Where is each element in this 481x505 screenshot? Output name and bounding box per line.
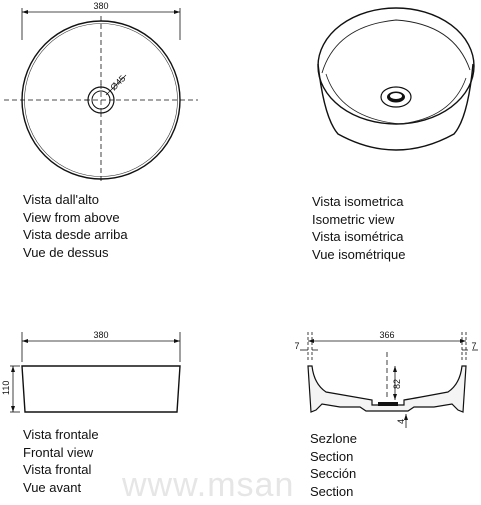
section-wall-left-dim: 7 [294, 341, 299, 351]
front-view-body [21, 365, 181, 413]
front-view-height-dim: 110 [1, 381, 11, 395]
front-view-captions: Vista frontale Frontal view Vista fronta… [23, 426, 99, 496]
caption-line: Section [310, 448, 354, 464]
isometric-drain [380, 86, 412, 108]
caption-line: Vista frontal [23, 462, 92, 477]
caption-line: Vue de dessus [23, 244, 109, 260]
front-view: 380 110 [1, 330, 181, 413]
front-view-width-dim: 380 [93, 330, 108, 340]
caption-line: Vista isometrica [312, 194, 404, 209]
caption-line: Vista dall'alto [23, 192, 99, 207]
section-base-dim: 4 [396, 419, 406, 424]
top-view-width-dim: 380 [93, 1, 108, 11]
caption-line: View from above [23, 209, 120, 225]
caption-line: Frontal view [23, 444, 94, 460]
isometric-view [317, 7, 475, 151]
caption-line: Vue isométrique [312, 246, 406, 262]
caption-line: Sección [310, 466, 357, 481]
caption-line: Vista isométrica [312, 229, 404, 244]
caption-line: Section [310, 483, 354, 499]
section-depth-dim: 82 [392, 379, 402, 389]
section-width-dim: 366 [379, 330, 394, 340]
section-view: 366 7 7 82 4 [294, 330, 478, 428]
isometric-view-captions: Vista isometrica Isometric view Vista is… [312, 193, 405, 263]
caption-line: Vista desde arriba [23, 227, 128, 242]
caption-line: Sezlone [310, 431, 357, 446]
caption-line: Isometric view [312, 211, 395, 227]
top-view-captions: Vista dall'alto View from above Vista de… [23, 191, 128, 261]
isometric-rim [317, 7, 475, 125]
section-profile [307, 365, 467, 413]
section-wall-right-dim: 7 [471, 341, 476, 351]
section-view-captions: Sezlone Section Sección Section [310, 430, 357, 500]
top-view: 380 Ø45 [4, 1, 198, 184]
caption-line: Vue avant [23, 479, 82, 495]
caption-line: Vista frontale [23, 427, 99, 442]
